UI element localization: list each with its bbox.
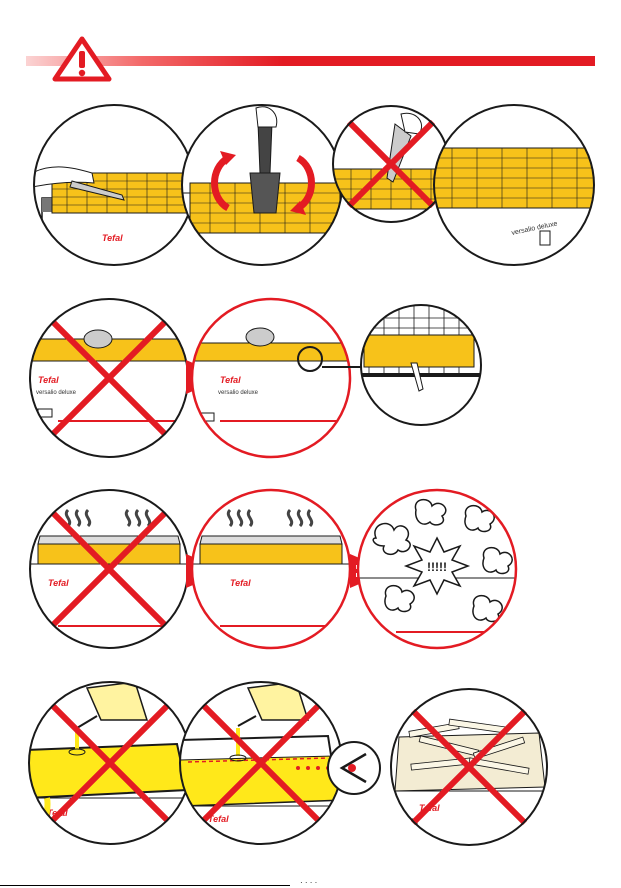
bottom-rule <box>0 885 290 886</box>
eye-icon <box>326 740 382 796</box>
panel-overfilled-basket-prohibited: Tefal versalio deluxe <box>28 297 190 459</box>
zoom-connector <box>322 366 364 368</box>
bottom-mark: · · · · <box>300 878 317 887</box>
panel-basket-with-lid: Tefal <box>190 488 352 650</box>
svg-text:Tefal: Tefal <box>220 375 241 385</box>
explosion-text: !!!!! <box>427 560 447 574</box>
panel-oil-overflow-prohibited: Tefal <box>27 680 193 846</box>
panel-knife-scraping-basket: Tefal <box>32 103 196 267</box>
warning-triangle-icon <box>52 36 112 82</box>
panel-basket-full-fries: versalio deluxe <box>432 103 596 267</box>
panel-max-level-zoom <box>359 303 483 427</box>
svg-text:versalio deluxe: versalio deluxe <box>218 390 259 396</box>
svg-text:Tefal: Tefal <box>230 578 251 588</box>
svg-text:Tefal: Tefal <box>48 578 69 588</box>
svg-text:Tefal: Tefal <box>38 375 59 385</box>
brand-label: Tefal <box>102 233 123 243</box>
panel-frozen-fries-overload-prohibited: Tefal <box>389 687 549 847</box>
panel-oil-level-mark-prohibited: Tefal <box>178 680 344 846</box>
panel-spatula-stirring-fries <box>180 103 344 267</box>
panel-lid-steam-prohibited: Tefal <box>28 488 190 650</box>
panel-boil-over-explosion: !!!!! <box>356 488 518 650</box>
panel-basket-max-level: Tefal versalio deluxe <box>190 297 352 459</box>
svg-text:versalio deluxe: versalio deluxe <box>36 390 77 396</box>
